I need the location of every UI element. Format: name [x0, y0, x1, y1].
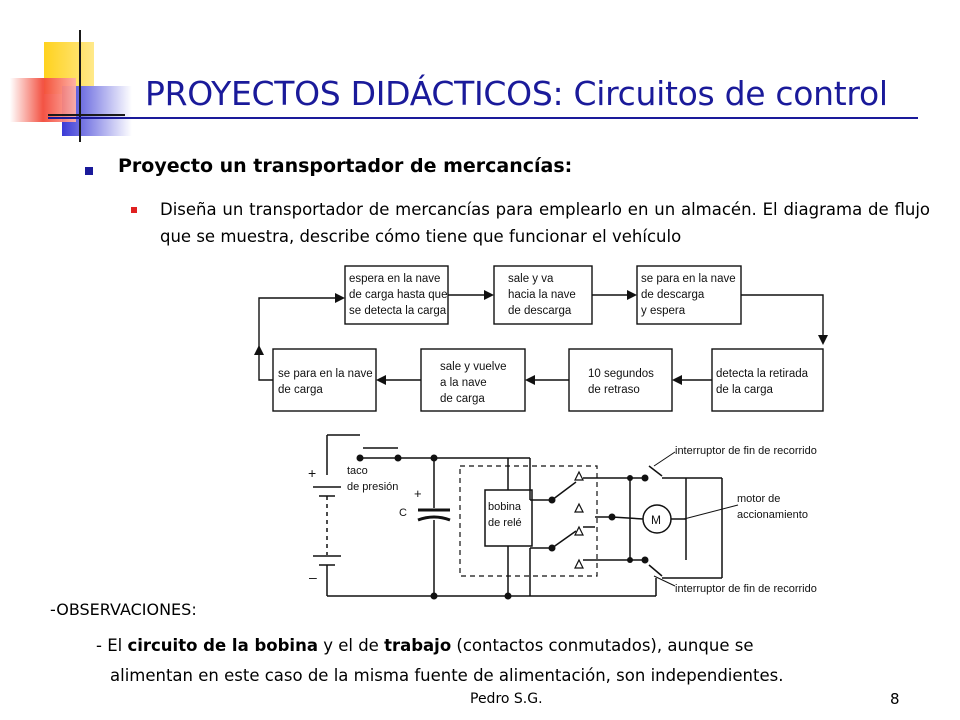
- bullet-square-icon: [131, 207, 137, 213]
- flow-text: de retraso: [588, 384, 640, 396]
- footer-author: Pedro S.G.: [470, 691, 543, 707]
- flow-box-detect-removal: [711, 348, 824, 412]
- flow-text: sale y vuelve: [440, 361, 506, 373]
- flow-text: espera en la nave: [349, 273, 440, 285]
- capacitor-label: C: [399, 507, 407, 519]
- project-heading: Proyecto un transportador de mercancías:: [118, 155, 573, 177]
- flow-text: de carga: [278, 384, 323, 396]
- flow-box-stop-load: [272, 348, 377, 412]
- flow-text: de la carga: [716, 384, 774, 396]
- observations-line-1: - El circuito de la bobina y el de traba…: [96, 631, 783, 661]
- slide-title: PROYECTOS DIDÁCTICOS: Circuitos de contr…: [145, 74, 888, 113]
- title-divider: [48, 117, 918, 119]
- push-button-label: taco: [347, 465, 368, 477]
- flow-text: y espera: [641, 305, 686, 317]
- flow-text: de descarga: [641, 289, 705, 301]
- flow-text: 10 segundos: [588, 368, 654, 380]
- flow-text: detecta la retirada: [716, 368, 809, 380]
- observations-line-2: alimentan en este caso de la misma fuent…: [110, 666, 784, 685]
- note-bold-work: trabajo: [384, 636, 452, 655]
- flow-text: de carga hasta que: [349, 289, 447, 301]
- page-number: 8: [890, 690, 900, 708]
- note-bold-coil: circuito de la bobina: [127, 636, 318, 655]
- flow-box-delay: [568, 348, 673, 412]
- flow-text: de descarga: [508, 305, 572, 317]
- battery-minus-label: –: [309, 569, 317, 585]
- relay-coil-label: de relé: [488, 517, 522, 529]
- capacitor-plus-label: +: [414, 486, 422, 501]
- flow-text: de carga: [440, 393, 485, 405]
- flow-text: se para en la nave: [641, 273, 736, 285]
- push-button-label: de presión: [347, 481, 398, 493]
- motor-symbol-label: M: [651, 513, 661, 527]
- motor-label: accionamiento: [737, 509, 808, 521]
- flow-text: hacia la nave: [508, 289, 576, 301]
- flow-text: se detecta la carga: [349, 305, 447, 317]
- note-suffix: (contactos conmutados), aunque se: [451, 636, 754, 655]
- relay-coil-label: bobina: [488, 501, 522, 513]
- motor-label: motor de: [737, 493, 780, 505]
- limit-switch-bottom-label: interruptor de fin de recorrido: [675, 583, 817, 595]
- battery-plus-label: +: [308, 465, 316, 481]
- flow-text: se para en la nave: [278, 368, 373, 380]
- note-prefix: - El: [96, 636, 128, 655]
- slide-logo: [10, 30, 132, 142]
- flow-text: a la nave: [440, 377, 487, 389]
- limit-switch-top-label: interruptor de fin de recorrido: [675, 445, 817, 457]
- flow-text: sale y va: [508, 273, 554, 285]
- observations-label: -OBSERVACIONES:: [50, 600, 197, 619]
- note-mid: y el de: [317, 636, 385, 655]
- observations-text: - El circuito de la bobina y el de traba…: [96, 631, 783, 691]
- project-description: Diseña un transportador de mercancías pa…: [160, 200, 930, 246]
- bullet-square-icon: [85, 167, 93, 175]
